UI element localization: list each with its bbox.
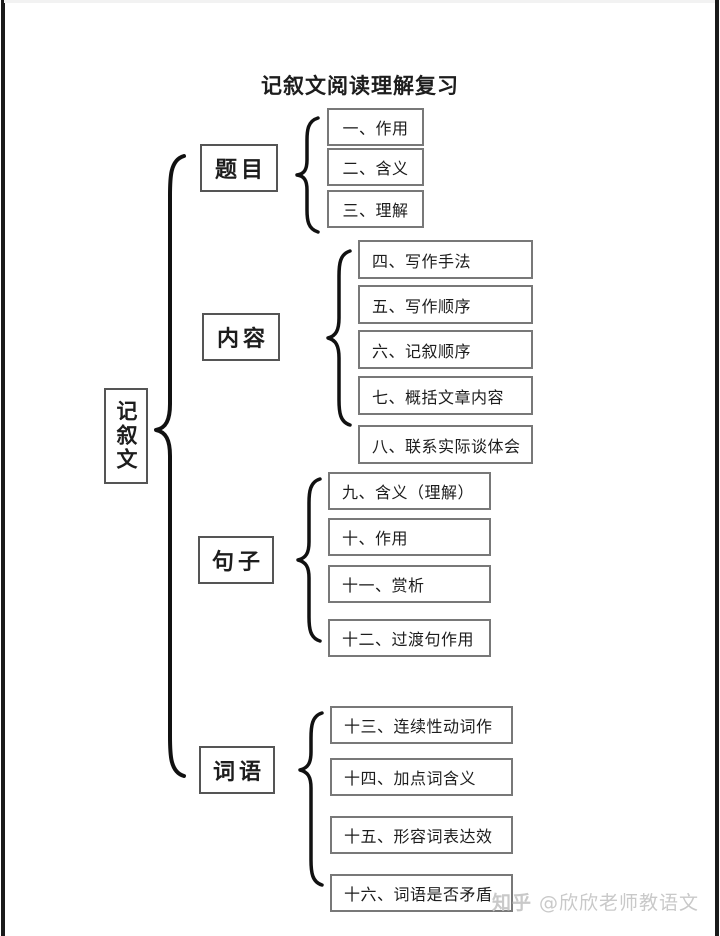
leaf-item-9-label: 九、含义（理解）	[342, 483, 475, 502]
leaf-item-13[interactable]: 十三、连续性动词作	[330, 706, 513, 744]
branch-node-4-label: 词语	[212, 759, 265, 785]
leaf-item-11[interactable]: 十一、赏析	[328, 565, 491, 603]
branch-node-2-label: 内容	[216, 326, 269, 352]
leaf-item-10[interactable]: 十、作用	[328, 518, 491, 556]
leaf-item-7[interactable]: 七、概括文章内容	[358, 376, 533, 415]
leaf-item-2-label: 二、含义	[342, 159, 409, 178]
brace-branch-2	[326, 249, 352, 427]
leaf-item-4-label: 四、写作手法	[372, 251, 472, 271]
branch-node-4[interactable]: 词语	[199, 746, 275, 794]
leaf-item-12[interactable]: 十二、过渡句作用	[328, 619, 491, 657]
watermark-handle: @欣欣老师教语文	[539, 892, 700, 914]
leaf-item-14-label: 十四、加点词含义	[344, 769, 477, 788]
root-node[interactable]: 记叙文	[104, 388, 148, 484]
leaf-item-11-label: 十一、赏析	[342, 576, 425, 595]
leaf-item-4[interactable]: 四、写作手法	[358, 240, 533, 279]
leaf-item-8[interactable]: 八、联系实际谈体会	[358, 425, 533, 464]
leaf-item-12-label: 十二、过渡句作用	[342, 630, 475, 649]
leaf-item-8-label: 八、联系实际谈体会	[372, 436, 521, 456]
leaf-item-9[interactable]: 九、含义（理解）	[328, 472, 491, 510]
leaf-item-16-label: 十六、词语是否矛盾	[344, 885, 493, 904]
watermark: 知乎 @欣欣老师教语文	[492, 888, 699, 915]
page-edge-left	[1, 0, 5, 936]
brace-root	[154, 154, 186, 778]
branch-node-1[interactable]: 题目	[200, 144, 278, 192]
leaf-item-14[interactable]: 十四、加点词含义	[330, 758, 513, 796]
leaf-item-16[interactable]: 十六、词语是否矛盾	[330, 874, 513, 912]
leaf-item-10-label: 十、作用	[342, 529, 409, 548]
page-edge-right	[715, 0, 719, 936]
leaf-item-5-label: 五、写作顺序	[372, 296, 472, 316]
page-title: 记叙文阅读理解复习	[261, 73, 459, 98]
leaf-item-3[interactable]: 三、理解	[327, 190, 424, 228]
leaf-item-15-label: 十五、形容词表达效	[344, 827, 493, 846]
leaf-item-6[interactable]: 六、记叙顺序	[358, 330, 533, 369]
leaf-item-1-label: 一、作用	[342, 119, 409, 138]
leaf-item-1[interactable]: 一、作用	[327, 108, 424, 146]
leaf-item-13-label: 十三、连续性动词作	[344, 717, 493, 736]
branch-node-1-label: 题目	[214, 157, 267, 183]
leaf-item-2[interactable]: 二、含义	[327, 148, 424, 186]
branch-node-2[interactable]: 内容	[202, 313, 280, 361]
leaf-item-3-label: 三、理解	[342, 201, 409, 220]
leaf-item-7-label: 七、概括文章内容	[372, 387, 505, 407]
brace-branch-3	[296, 477, 322, 643]
watermark-logo: 知乎	[492, 892, 533, 914]
brace-branch-4	[298, 711, 324, 887]
branch-node-3[interactable]: 句子	[198, 536, 274, 584]
root-node-label: 记叙文	[114, 400, 139, 472]
page-edge-top	[4, 0, 715, 3]
leaf-item-15[interactable]: 十五、形容词表达效	[330, 816, 513, 854]
brace-branch-1	[295, 116, 320, 234]
leaf-item-6-label: 六、记叙顺序	[372, 341, 472, 361]
branch-node-3-label: 句子	[211, 549, 264, 575]
leaf-item-5[interactable]: 五、写作顺序	[358, 285, 533, 324]
